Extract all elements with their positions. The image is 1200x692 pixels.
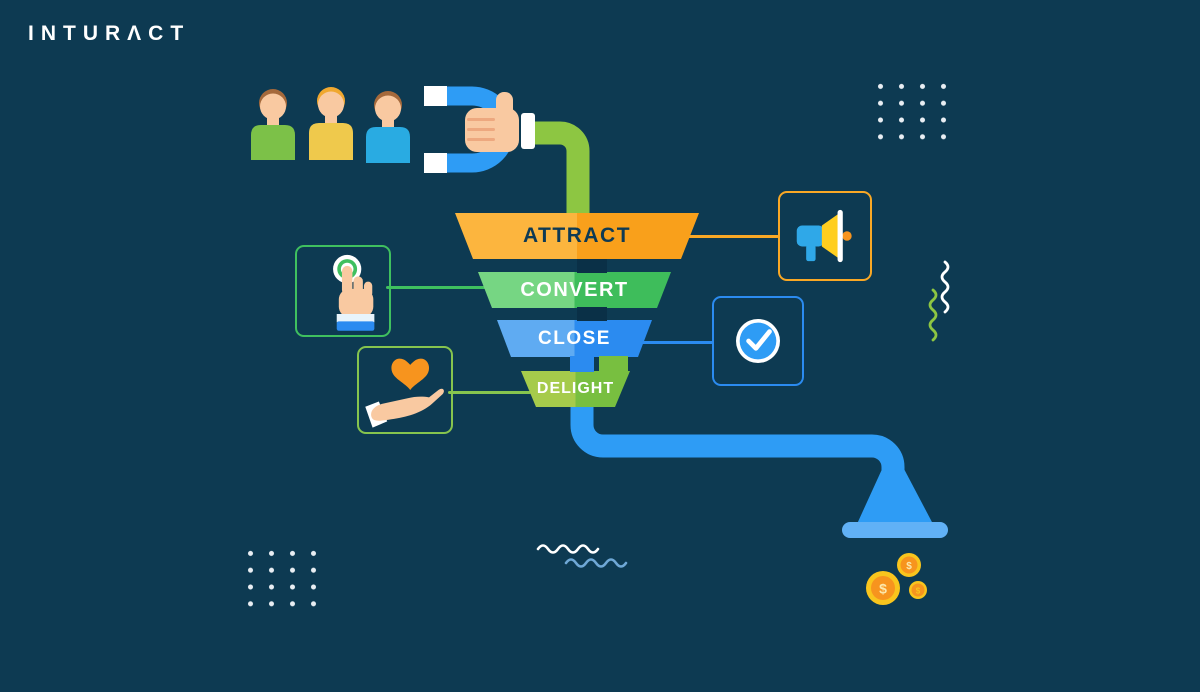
- squiggle-green-vertical-icon: [928, 288, 938, 342]
- funnel-stage-delight: DELIGHT: [521, 371, 630, 407]
- funnel-stage-close: CLOSE: [497, 320, 652, 357]
- squiggle-white-vertical-icon: [940, 260, 950, 314]
- funnel-gap-segment: [577, 307, 607, 321]
- heart-hand-icon: [365, 358, 444, 428]
- stage-label-delight: DELIGHT: [536, 380, 615, 397]
- coin-symbol: $: [879, 581, 887, 597]
- funnel-stage-attract: ATTRACT: [455, 213, 699, 259]
- coins-icon: $ $ $: [866, 553, 927, 605]
- convert-connector-line: [386, 286, 486, 289]
- check-box: [712, 296, 804, 386]
- coin-symbol: $: [916, 587, 921, 596]
- delight-connector-line: [448, 391, 531, 394]
- magnet-hand-icon: [424, 86, 535, 173]
- dot-grid-bottom-left-icon: [240, 545, 324, 613]
- funnel-gap-segment-blue: [570, 356, 594, 372]
- stage-label-close: CLOSE: [538, 327, 611, 349]
- funnel-spout-icon: [842, 522, 948, 538]
- attract-connector-line: [681, 235, 779, 238]
- squiggle-blue-horizontal-icon: [564, 558, 628, 568]
- megaphone-icon: [796, 209, 852, 263]
- stage-label-attract: ATTRACT: [522, 224, 632, 247]
- inturact-logo: INTURΛCT: [28, 22, 191, 45]
- dot-grid-top-right-icon: [870, 78, 954, 145]
- stage-label-convert: CONVERT: [520, 278, 629, 301]
- outflow-pipe-icon: [570, 400, 948, 538]
- squiggle-white-horizontal-icon: [536, 544, 600, 554]
- megaphone-box: [778, 191, 872, 281]
- funnel-gap-segment: [577, 259, 607, 273]
- check-circle-icon: [736, 319, 780, 363]
- click-box: [295, 245, 391, 337]
- coin-symbol: $: [906, 561, 912, 572]
- heart-box: [357, 346, 453, 434]
- funnel-gap-segment-green: [599, 356, 628, 372]
- people-group-icon: [251, 87, 410, 163]
- click-hand-icon: [333, 254, 375, 331]
- close-connector-line: [641, 341, 713, 344]
- inflow-pipe-icon: [534, 121, 590, 222]
- funnel-stage-convert: CONVERT: [478, 272, 671, 308]
